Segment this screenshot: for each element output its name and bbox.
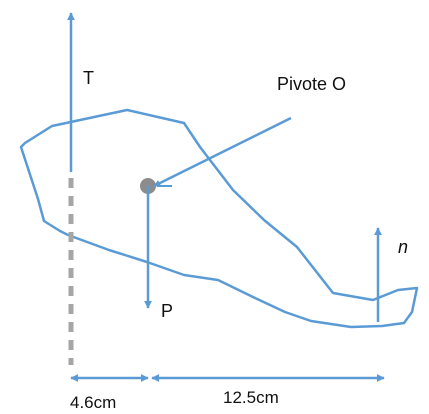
pivot-label: Pivote O [277,74,347,94]
distance-left-label: 4.6cm [70,393,117,412]
pivot-pointer-arrow [153,116,292,188]
weight-label: P [161,301,174,321]
tension-label: T [83,68,94,88]
normal-force-label: n [398,237,409,257]
distance-right-label: 12.5cm [223,388,279,407]
forearm-outline [19,108,419,329]
